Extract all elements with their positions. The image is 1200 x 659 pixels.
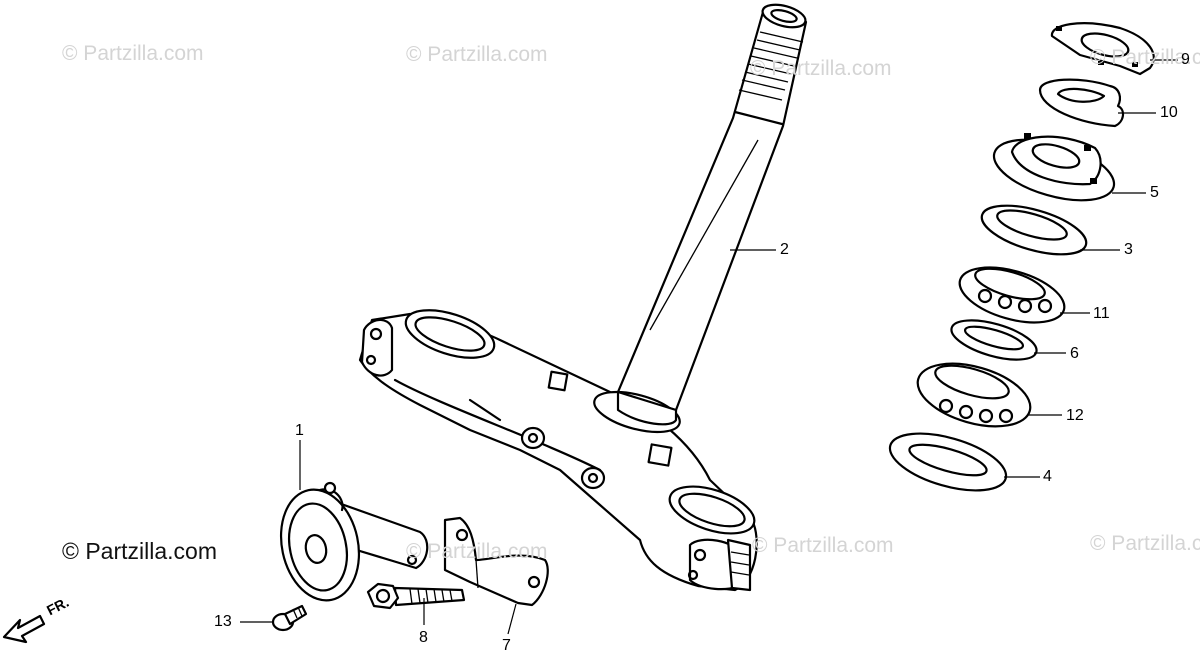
lock-washer-10	[1038, 78, 1125, 128]
callout-3: 3	[1124, 241, 1133, 258]
callout-4: 4	[1043, 468, 1052, 485]
callout-12: 12	[1066, 407, 1084, 424]
callout-2: 2	[780, 241, 789, 258]
watermark: © Partzilla.com	[1090, 46, 1200, 69]
watermark: © Partzilla.com	[406, 43, 548, 66]
adjusting-nut-5	[992, 133, 1116, 202]
watermark: © Partzilla.com	[750, 57, 892, 80]
locknut-9	[1050, 22, 1155, 76]
seal-6	[950, 319, 1038, 361]
screw-13	[271, 604, 308, 632]
callout-8: 8	[419, 629, 428, 646]
front-direction-arrow-icon	[2, 614, 46, 644]
callout-6: 6	[1070, 345, 1079, 362]
horn	[279, 481, 429, 602]
callout-11: 11	[1093, 305, 1110, 322]
watermark: © Partzilla.com	[1090, 532, 1200, 555]
callout-7: 7	[502, 637, 511, 654]
callout-13: 13	[214, 613, 232, 630]
callout-5: 5	[1150, 184, 1159, 201]
callout-9: 9	[1181, 51, 1190, 68]
bearing-race-4	[888, 432, 1008, 492]
watermark: © Partzilla.com	[406, 540, 548, 563]
callout-10: 10	[1160, 104, 1178, 121]
horn-bracket	[443, 516, 549, 607]
ball-bearing-12	[916, 362, 1032, 428]
callout-1: 1	[295, 422, 304, 439]
ball-bearing-11	[958, 266, 1066, 324]
steering-stem-shaft	[616, 3, 808, 412]
leader-lines	[240, 59, 1178, 635]
watermark: © Partzilla.com	[62, 42, 204, 65]
copyright-notice: © Partzilla.com	[62, 538, 217, 564]
watermark: © Partzilla.com	[752, 534, 894, 557]
fork-bridge	[358, 309, 758, 592]
bolt-8	[366, 582, 466, 610]
dust-seal-3	[980, 204, 1088, 256]
